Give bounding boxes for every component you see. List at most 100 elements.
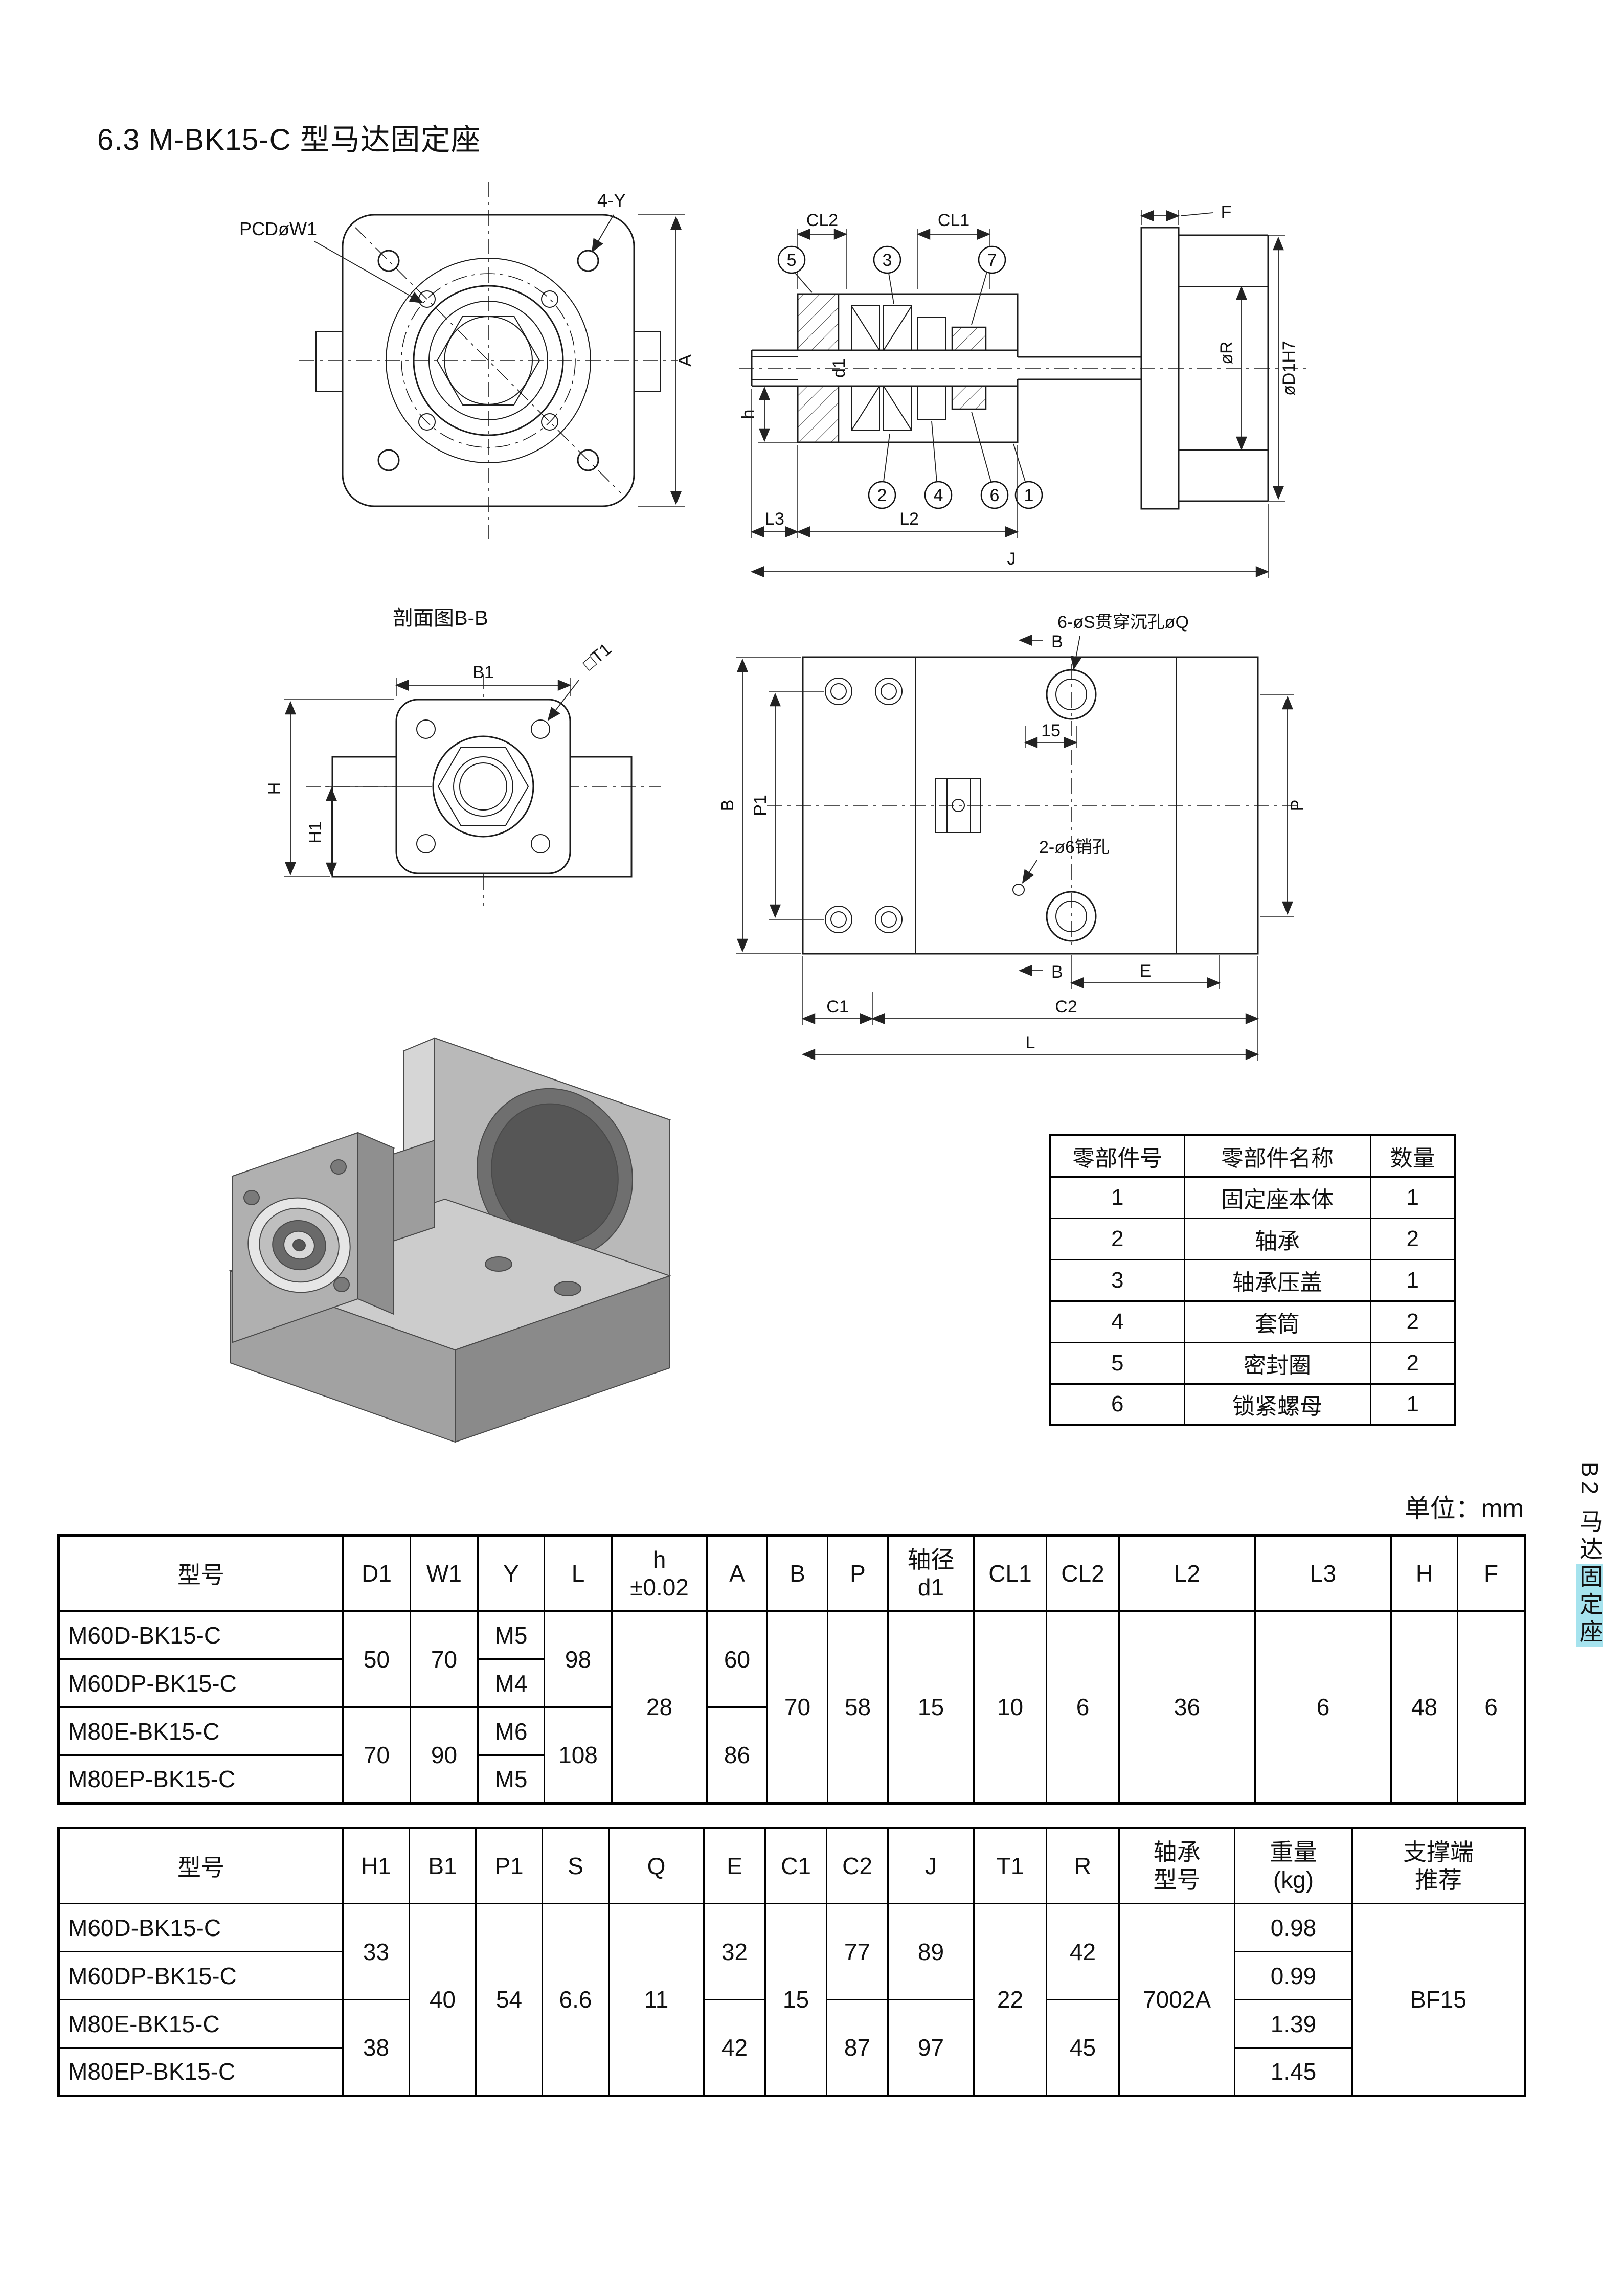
pcd-label: PCDøW1 [239, 218, 317, 239]
parts-row: 4 套筒 2 [1049, 1300, 1456, 1343]
table-cell: M4 [477, 1658, 545, 1708]
col-header: L [544, 1535, 613, 1612]
balloon-3: 3 [883, 251, 892, 270]
table-cell: 70 [766, 1610, 828, 1804]
table-row: M60DP-BK15-C 0.99 [58, 1951, 1525, 2000]
table-row: M60D-BK15-C 33 40 54 6.6 11 32 15 77 89 … [58, 1903, 1526, 2097]
side-plan-view: 6-øS贯穿沉孔øQ B B 15 P1 B P 2-ø6销孔 E [718, 613, 1307, 1061]
table-cell: 15 [887, 1610, 975, 1804]
table-row: M60DP-BK15-C M4 [58, 1658, 1525, 1708]
section-bb-view: 剖面图B-B B1 □T1 H H1 [265, 607, 661, 906]
isometric-view [228, 1037, 672, 1443]
dim-15-label: 15 [1041, 721, 1061, 740]
table-cell: 38 [342, 1999, 410, 2097]
col-header: 型号 [58, 1535, 344, 1612]
col-header: F [1457, 1535, 1526, 1612]
dim-c1-label: C1 [826, 997, 848, 1017]
col-header: L3 [1254, 1535, 1392, 1612]
page-edge-tab: B2 马达固定座 [1573, 1461, 1607, 1648]
dim-h-label: H [265, 782, 284, 795]
dim-cl1-label: CL1 [938, 211, 969, 230]
dim-a-label: A [674, 354, 695, 367]
dim-h-label: h [738, 410, 758, 419]
table-cell: 32 [703, 1903, 766, 2000]
parts-row: 2 轴承 2 [1049, 1217, 1456, 1260]
col-header: C1 [764, 1827, 827, 1904]
table-cell: 98 [544, 1610, 613, 1708]
table-cell: 1.39 [1234, 1999, 1353, 2049]
counterbore-label: 6-øS贯穿沉孔øQ [1057, 613, 1189, 632]
spec-table-2: 型号 H1 B1 P1 S Q E C1 C2 J T1 R 轴承 型号 重量 … [57, 1827, 1526, 2097]
table-cell: 1 [1369, 1383, 1456, 1426]
table-cell: 1 [1369, 1258, 1456, 1302]
col-header: 轴径 d1 [887, 1535, 975, 1612]
col-header: h ±0.02 [611, 1535, 708, 1612]
parts-header-name: 零部件名称 [1183, 1134, 1371, 1178]
unit-label: 单位：mm [1404, 1494, 1524, 1523]
table-cell: 6 [1457, 1610, 1526, 1804]
dim-t1-label: □T1 [579, 639, 616, 674]
table-cell: 1 [1049, 1176, 1185, 1219]
col-header: B [766, 1535, 828, 1612]
table-cell: 套筒 [1183, 1300, 1371, 1343]
table-cell: 70 [342, 1706, 411, 1804]
balloon-4: 4 [934, 486, 943, 505]
table-cell: 2 [1369, 1300, 1456, 1343]
table-row: M80EP-BK15-C 1.45 [58, 2047, 1525, 2097]
table-cell: 3 [1049, 1258, 1185, 1302]
table-cell: 2 [1369, 1341, 1456, 1385]
table-cell: 11 [608, 1903, 705, 2097]
balloon-5: 5 [787, 251, 797, 270]
dim-l2-label: L2 [899, 509, 919, 529]
section-bb-title: 剖面图B-B [393, 607, 488, 629]
table-cell: 42 [1046, 1903, 1120, 2000]
col-header: L2 [1118, 1535, 1256, 1612]
table-cell: BF15 [1351, 1903, 1526, 2097]
dim-b-left-label: B [718, 800, 737, 812]
model-cell: M60D-BK15-C [58, 1903, 344, 1952]
col-header: C2 [826, 1827, 889, 1904]
table-cell: M6 [477, 1706, 545, 1756]
table-cell: 1.45 [1234, 2047, 1353, 2097]
col-header: E [703, 1827, 766, 1904]
dim-l3-label: L3 [765, 509, 784, 529]
table-cell: 7002A [1118, 1903, 1235, 2097]
table-cell: 0.99 [1234, 1951, 1353, 2000]
table-cell: 45 [1046, 1999, 1120, 2097]
col-header: B1 [409, 1827, 477, 1904]
table1-header-row: 型号 D1 W1 Y L h ±0.02 A B P 轴径 d1 CL1 CL2… [58, 1535, 1526, 1612]
dim-b1-label: B1 [472, 663, 494, 682]
dim-r-label: øR [1217, 341, 1236, 364]
table-cell: 5 [1049, 1341, 1185, 1385]
table-row: M80E-BK15-C 70 90 M6 108 86 [58, 1706, 1525, 1804]
table-cell: M5 [477, 1754, 545, 1804]
table-cell: 锁紧螺母 [1183, 1383, 1371, 1426]
model-cell: M60D-BK15-C [58, 1610, 344, 1660]
table-cell: 70 [410, 1610, 479, 1708]
model-cell: M80E-BK15-C [58, 1999, 344, 2049]
pin-hole-label: 2-ø6销孔 [1039, 838, 1110, 857]
dim-cl2-label: CL2 [806, 211, 838, 230]
col-header: 型号 [58, 1827, 344, 1904]
section-b-bottom-label: B [1051, 962, 1063, 982]
col-header: W1 [410, 1535, 479, 1612]
model-cell: M60DP-BK15-C [58, 1951, 344, 2000]
dim-d1-label: d1 [829, 358, 849, 378]
table-cell: 60 [706, 1610, 768, 1708]
dim-p-label: P [1288, 800, 1307, 812]
col-header: 支撑端 推荐 [1351, 1827, 1526, 1904]
col-header: Y [477, 1535, 545, 1612]
parts-table: 零部件号 零部件名称 数量 1 固定座本体 1 2 轴承 2 3 轴承压盖 1 … [1049, 1134, 1456, 1426]
dim-c2-label: C2 [1055, 997, 1077, 1017]
table-cell: 87 [826, 1999, 889, 2097]
front-view: PCDøW1 4-Y A [239, 182, 695, 539]
model-cell: M80E-BK15-C [58, 1706, 344, 1756]
col-header: H [1390, 1535, 1458, 1612]
dim-f-label: F [1221, 202, 1232, 222]
table-cell: 15 [764, 1903, 827, 2097]
table-cell: 6 [1046, 1610, 1120, 1804]
table-cell: 轴承压盖 [1183, 1258, 1371, 1302]
col-header: CL2 [1046, 1535, 1120, 1612]
table-cell: 22 [973, 1903, 1047, 2097]
